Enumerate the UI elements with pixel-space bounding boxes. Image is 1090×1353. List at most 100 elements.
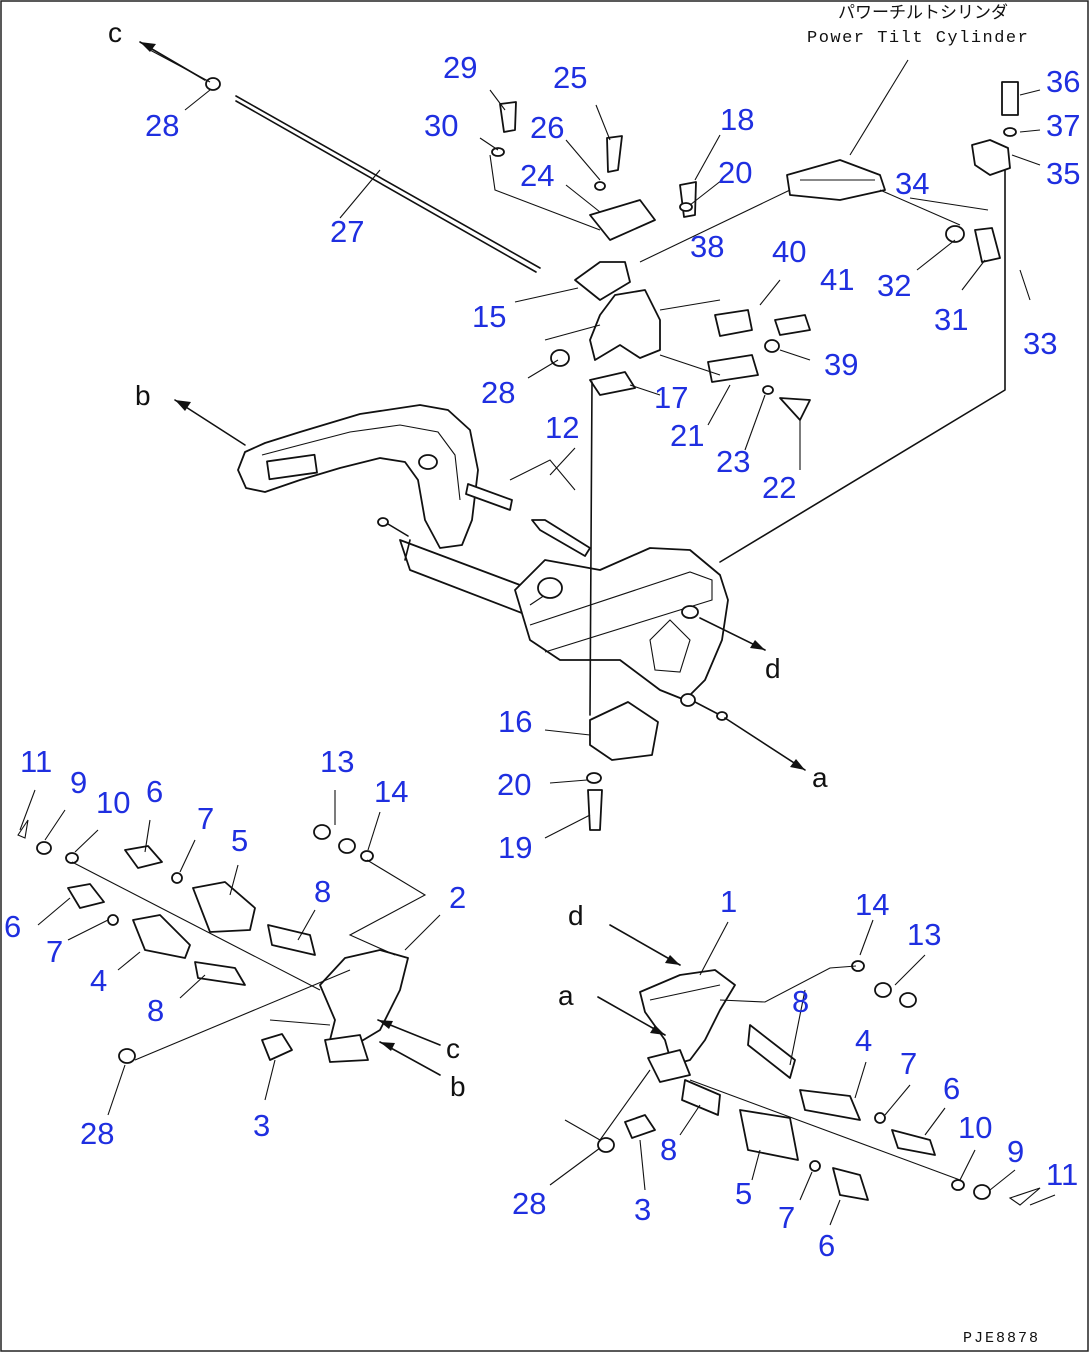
callout-18: 18 (720, 102, 754, 137)
bushing-31 (974, 227, 1001, 263)
bracket-2 (319, 949, 409, 1046)
callout-29: 29 (443, 50, 477, 85)
callout-20-mid: 20 (497, 767, 531, 802)
callout-16: 16 (498, 704, 532, 739)
callout-right-14: 14 (855, 887, 889, 922)
letter-d-top: d (765, 653, 781, 684)
callout-right-1: 1 (720, 884, 737, 919)
plate-24 (589, 199, 656, 241)
title-japanese: パワーチルトシリンダ (838, 3, 1008, 24)
callout-left-28: 28 (80, 1116, 114, 1151)
clip-3-right (624, 1114, 656, 1139)
callout-left-5: 5 (231, 823, 248, 858)
callout-left-10: 10 (96, 785, 130, 820)
callout-right-7-top: 7 (900, 1046, 917, 1081)
plate-4-right (799, 1089, 861, 1121)
upper-assembly-drawing (205, 77, 1019, 831)
lower-left-leader-lines (19, 789, 441, 1116)
callout-right-11: 11 (1046, 1157, 1078, 1192)
direction-arrows (139, 41, 806, 771)
callout-left-11: 11 (20, 744, 52, 779)
lower-right-assembly (564, 960, 1041, 1206)
callout-left-7-top: 7 (197, 801, 214, 836)
callout-left-13: 13 (320, 744, 354, 779)
callout-24: 24 (520, 158, 554, 193)
plate-16 (589, 701, 659, 761)
callout-15: 15 (472, 299, 506, 334)
pin-38 (714, 309, 753, 337)
callout-26: 26 (530, 110, 564, 145)
callout-right-28: 28 (512, 1186, 546, 1221)
callout-33: 33 (1023, 326, 1057, 361)
plate-21 (707, 354, 759, 383)
callout-right-6-bottom: 6 (818, 1228, 835, 1263)
plate-5 (192, 881, 256, 933)
callout-left-9: 9 (70, 765, 87, 800)
callout-23: 23 (716, 444, 750, 479)
rod-27 (235, 95, 541, 269)
pivot-block (589, 289, 661, 361)
callout-right-6-top: 6 (943, 1071, 960, 1106)
callout-left-8-top: 8 (314, 874, 331, 909)
plate-5-right (739, 1109, 799, 1161)
clip-3 (261, 1033, 293, 1061)
callout-right-13: 13 (907, 917, 941, 952)
callout-right-8-bottom: 8 (660, 1132, 677, 1167)
callout-20-top: 20 (718, 155, 752, 190)
lever-slot (266, 453, 318, 481)
callout-32: 32 (877, 268, 911, 303)
letter-c-left: c (446, 1033, 460, 1064)
callout-left-4: 4 (90, 963, 107, 998)
callout-right-4: 4 (855, 1023, 872, 1058)
letter-d-right: d (568, 900, 584, 931)
callout-12: 12 (545, 410, 579, 445)
callout-left-2: 2 (449, 880, 466, 915)
callout-28-top: 28 (145, 108, 179, 143)
callout-34: 34 (895, 166, 929, 201)
callout-31: 31 (934, 302, 968, 337)
callout-25: 25 (553, 60, 587, 95)
callout-right-3: 3 (634, 1192, 651, 1227)
bolt-41 (774, 314, 811, 336)
bracket-assembly (514, 547, 729, 701)
plate-4 (132, 914, 191, 959)
shaft (399, 539, 541, 621)
callout-19: 19 (498, 830, 532, 865)
callout-21: 21 (670, 418, 704, 453)
callout-left-6-top: 6 (146, 774, 163, 809)
letter-b-left: b (450, 1071, 466, 1102)
callout-30: 30 (424, 108, 458, 143)
callout-right-9: 9 (1007, 1134, 1024, 1169)
shim-8-right-a (747, 1024, 796, 1079)
title-english: Power Tilt Cylinder (807, 29, 1029, 48)
callout-40: 40 (772, 234, 806, 269)
callout-28-mid: 28 (481, 375, 515, 410)
shim-8-right-b (681, 1079, 721, 1116)
callout-35: 35 (1046, 156, 1080, 191)
lever-arm (237, 404, 479, 549)
callout-17: 17 (654, 380, 688, 415)
upper-leader-lines (149, 49, 1041, 839)
lower-left-assembly (17, 819, 427, 1064)
shim-8a (194, 961, 246, 986)
callout-left-3: 3 (253, 1108, 270, 1143)
shim-8b (267, 924, 316, 956)
callout-right-10: 10 (958, 1110, 992, 1145)
callout-left-8-bottom: 8 (147, 993, 164, 1028)
bracket-1 (639, 969, 736, 1066)
callout-41: 41 (820, 262, 854, 297)
callout-36: 36 (1046, 64, 1080, 99)
callout-37: 37 (1046, 108, 1080, 143)
drawing-code: PJE8878 (963, 1330, 1040, 1347)
callout-22: 22 (762, 470, 796, 505)
callout-left-6-bottom: 6 (4, 909, 21, 944)
callout-left-7-bottom: 7 (46, 934, 63, 969)
callout-38: 38 (690, 229, 724, 264)
clevis-15 (574, 261, 631, 301)
callout-39: 39 (824, 347, 858, 382)
callout-27: 27 (330, 214, 364, 249)
letter-a-right: a (558, 980, 574, 1011)
